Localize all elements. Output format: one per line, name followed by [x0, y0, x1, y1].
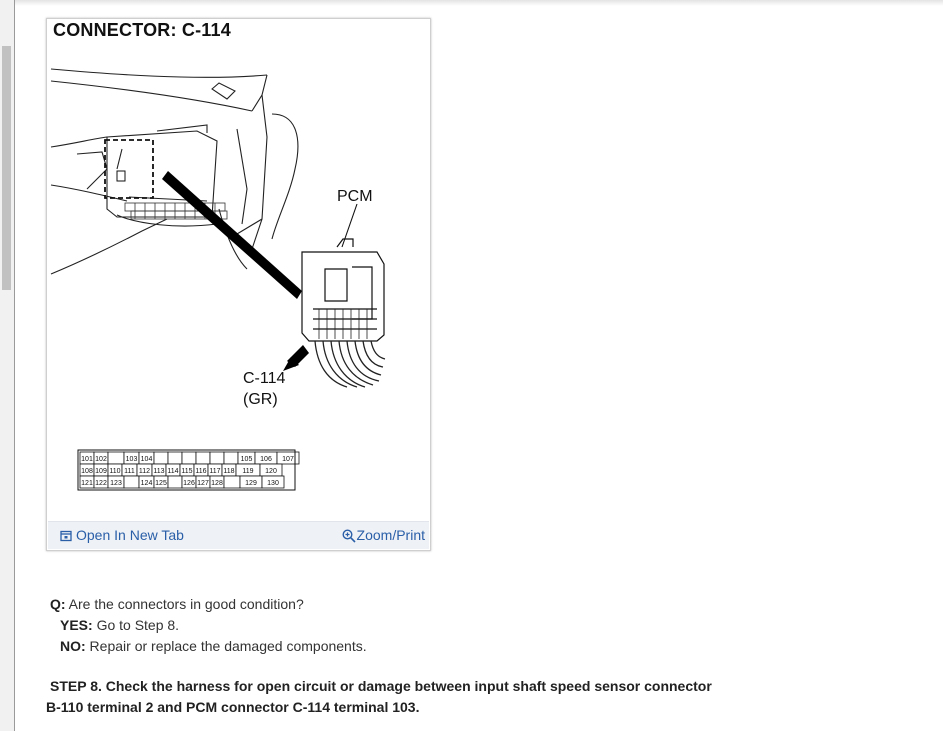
new-tab-icon	[60, 531, 72, 542]
connector-figure: CONNECTOR: C-114	[46, 18, 431, 551]
pinout-outline	[77, 449, 296, 491]
zoom-in-icon	[342, 529, 356, 543]
pin-label: 115	[181, 468, 192, 475]
pin-label: 108	[81, 468, 93, 475]
pin-cell	[153, 451, 169, 465]
pin-label: 116	[195, 468, 206, 475]
pin-cell	[209, 451, 225, 465]
fuse-slot	[116, 170, 126, 182]
pin-label: 126	[183, 480, 195, 487]
top-shadow	[0, 0, 943, 6]
question-label: Q:	[50, 596, 66, 612]
question-line: Q: Are the connectors in good condition?	[50, 594, 367, 615]
pin-label: 110	[109, 468, 120, 475]
zoom-print-label: Zoom/Print	[356, 527, 425, 543]
pin-label: 117	[209, 468, 220, 475]
no-label: NO:	[60, 638, 86, 654]
pin-label: 112	[139, 468, 150, 475]
pin-cell	[261, 475, 285, 489]
pin-cell	[195, 451, 211, 465]
step-line-2: B-110 terminal 2 and PCM connector C-114…	[46, 699, 420, 715]
figure-title: CONNECTOR: C-114	[53, 20, 231, 40]
scrollbar-thumb[interactable]	[2, 46, 11, 290]
figure-toolbar: Open In New Tab Zoom/Print	[48, 521, 429, 549]
dashboard-drawing	[50, 68, 299, 275]
c114-arrow-head	[283, 357, 299, 371]
no-line: NO: Repair or replace the damaged compon…	[50, 636, 367, 657]
zoom-print-link[interactable]: Zoom/Print	[342, 527, 425, 543]
qa-section: Q: Are the connectors in good condition?…	[50, 594, 367, 657]
pin-label: 114	[167, 468, 178, 475]
yes-text: Go to Step 8.	[92, 617, 180, 633]
location-pointer	[162, 171, 302, 299]
pin-cell	[223, 451, 239, 465]
pin-cell	[181, 451, 197, 465]
wire-harness-drawing	[314, 340, 386, 388]
pcm-leader-line	[341, 203, 358, 248]
step-8-instruction: STEP 8. Check the harness for open circu…	[46, 676, 726, 718]
pin-label: 127	[197, 480, 209, 487]
pin-label: 105	[241, 456, 253, 463]
pin-label: 124	[141, 480, 153, 487]
question-text: Are the connectors in good condition?	[65, 596, 304, 612]
open-new-tab-label: Open In New Tab	[76, 527, 184, 543]
no-text: Repair or replace the damaged components…	[85, 638, 367, 654]
pin-label: 118	[223, 468, 234, 475]
pin-label: 130	[267, 480, 279, 487]
pin-cell	[167, 451, 183, 465]
fuse-block-drawing	[124, 202, 228, 220]
step-line-1: STEP 8. Check the harness for open circu…	[50, 678, 712, 694]
pin-label: 106	[260, 456, 272, 463]
left-scrollbar-track[interactable]	[0, 0, 15, 731]
pin-label: 128	[211, 480, 223, 487]
pin-label: 104	[141, 456, 153, 463]
pcm-label: PCM	[337, 188, 373, 205]
pin-cell	[223, 475, 241, 489]
pin-label: 123	[110, 480, 122, 487]
pin-label: 122	[95, 480, 107, 487]
relay-box-outline	[104, 139, 154, 199]
pin-label: 121	[81, 480, 93, 487]
pin-label: 129	[245, 480, 257, 487]
yes-label: YES:	[60, 617, 93, 633]
pcm-module-drawing	[301, 238, 385, 342]
pin-cell	[167, 475, 183, 489]
connector-label: C-114	[243, 370, 285, 387]
yes-line: YES: Go to Step 8.	[50, 615, 367, 636]
pin-label: 120	[265, 468, 277, 475]
pin-label: 125	[155, 480, 167, 487]
pin-cell	[123, 475, 140, 489]
pin-label: 102	[95, 456, 107, 463]
pin-label: 107	[282, 456, 294, 463]
connector-color-label: (GR)	[243, 391, 278, 408]
pin-label: 103	[126, 456, 138, 463]
open-new-tab-link[interactable]: Open In New Tab	[60, 527, 184, 543]
pin-label: 119	[242, 468, 253, 475]
pin-label: 109	[95, 468, 107, 475]
pcm-pin-detail	[318, 309, 368, 339]
pin-label: 111	[124, 468, 135, 475]
pin-cell	[107, 451, 125, 465]
pin-label: 101	[81, 456, 93, 463]
pin-cell	[276, 451, 300, 465]
pin-label: 113	[153, 468, 164, 475]
